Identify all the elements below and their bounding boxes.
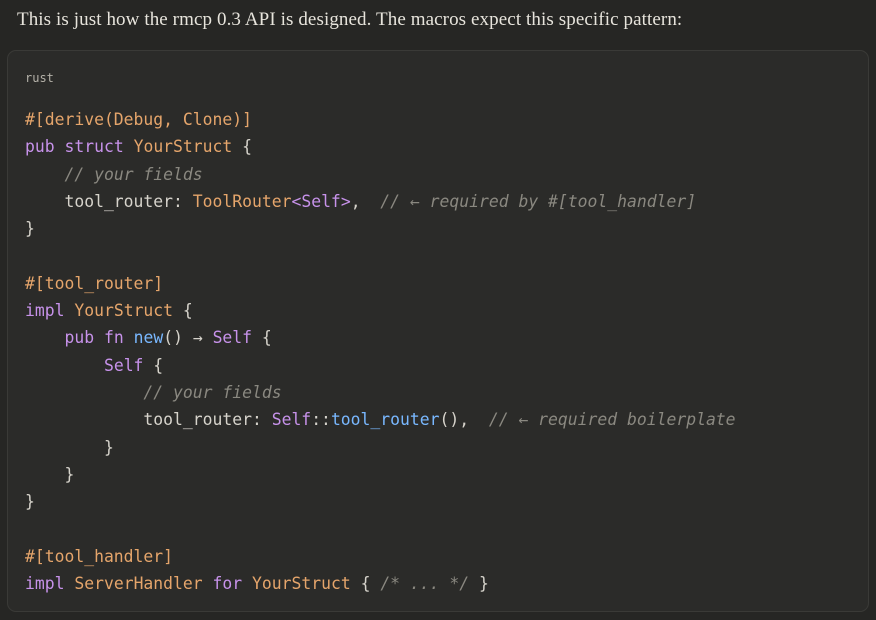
- code-token: #[tool_handler]: [25, 546, 174, 566]
- code-line: impl ServerHandler for YourStruct { /* .…: [25, 570, 736, 597]
- code-token: {: [173, 301, 193, 321]
- code-line: [25, 242, 736, 269]
- code-line: #[tool_handler]: [25, 543, 736, 570]
- code-token: [64, 574, 74, 593]
- code-token: YourStruct: [74, 301, 174, 321]
- code-token: <: [291, 191, 302, 211]
- code-line: Self {: [25, 352, 736, 379]
- code-token: }: [25, 464, 75, 484]
- code-token: Self: [271, 410, 312, 430]
- code-token: [94, 328, 104, 347]
- code-token: →: [192, 328, 203, 348]
- code-content: #[derive(Debug, Clone)] pub struct YourSt…: [25, 106, 736, 597]
- code-line: // your fields: [25, 161, 736, 188]
- code-line: // your fields: [25, 379, 736, 406]
- code-token: tool_router: [330, 410, 440, 430]
- code-token: [25, 356, 104, 375]
- code-line: impl YourStruct {: [25, 297, 736, 324]
- code-line: tool_router: ToolRouter<Self>, // ← requ…: [25, 188, 736, 215]
- code-token: {: [143, 355, 164, 375]
- code-token: [55, 137, 65, 156]
- code-token: tool_router:: [25, 191, 193, 211]
- code-token: tool_router:: [25, 410, 272, 430]
- code-token: // ← required boilerplate: [488, 410, 736, 430]
- code-token: }: [25, 492, 35, 512]
- code-token: (),: [439, 410, 489, 430]
- code-token: {: [252, 328, 272, 348]
- code-line: pub struct YourStruct {: [25, 133, 736, 160]
- code-token: [124, 328, 134, 347]
- code-token: }: [25, 437, 114, 457]
- code-language-label: rust: [25, 71, 54, 85]
- code-token: #[tool_router]: [25, 273, 164, 293]
- code-token: new: [133, 328, 164, 348]
- code-token: (): [163, 328, 193, 348]
- code-token: impl: [25, 301, 65, 321]
- code-token: [64, 301, 74, 320]
- code-token: [25, 165, 64, 184]
- code-token: pub: [64, 328, 95, 348]
- code-token: Self: [103, 355, 144, 375]
- code-token: /* ... */: [380, 574, 470, 594]
- code-line: }: [25, 461, 736, 488]
- code-line: }: [25, 215, 736, 242]
- code-line: #[tool_router]: [25, 270, 736, 297]
- code-token: // ← required by #[tool_handler]: [380, 191, 697, 211]
- code-token: [25, 328, 64, 347]
- code-token: fn: [103, 328, 124, 348]
- code-token: YourStruct: [252, 574, 351, 594]
- code-token: Self: [301, 191, 341, 211]
- code-token: // your fields: [64, 164, 203, 184]
- code-token: [124, 137, 134, 156]
- code-token: // your fields: [143, 382, 282, 402]
- code-token: [242, 574, 252, 593]
- code-token: #[derive(Debug, Clone)]: [25, 110, 252, 129]
- code-token: for: [212, 574, 243, 594]
- code-token: Self: [212, 328, 253, 348]
- code-line: }: [25, 488, 736, 515]
- code-token: }: [469, 574, 489, 594]
- code-line: tool_router: Self::tool_router(), // ← r…: [25, 406, 736, 433]
- code-token: pub: [25, 137, 55, 157]
- code-line: #[derive(Debug, Clone)]: [25, 106, 736, 133]
- code-token: [25, 383, 143, 402]
- code-token: ::: [311, 410, 331, 430]
- code-token: ,: [350, 191, 381, 211]
- code-token: [203, 574, 213, 593]
- code-block: rust #[derive(Debug, Clone)] pub struct Y…: [7, 50, 869, 612]
- code-token: struct: [64, 137, 124, 157]
- code-line: pub fn new() → Self {: [25, 324, 736, 351]
- code-token: {: [350, 574, 381, 594]
- code-token: ServerHandler: [74, 574, 203, 594]
- message-intro-text: This is just how the rmcp 0.3 API is des…: [17, 9, 683, 30]
- code-token: >: [340, 191, 351, 211]
- code-token: {: [232, 137, 253, 157]
- code-token: [203, 328, 213, 347]
- code-line: }: [25, 434, 736, 461]
- code-token: YourStruct: [133, 137, 233, 157]
- code-token: impl: [25, 574, 65, 594]
- code-line: [25, 515, 736, 542]
- code-token: }: [25, 219, 35, 239]
- code-token: ToolRouter: [192, 191, 292, 211]
